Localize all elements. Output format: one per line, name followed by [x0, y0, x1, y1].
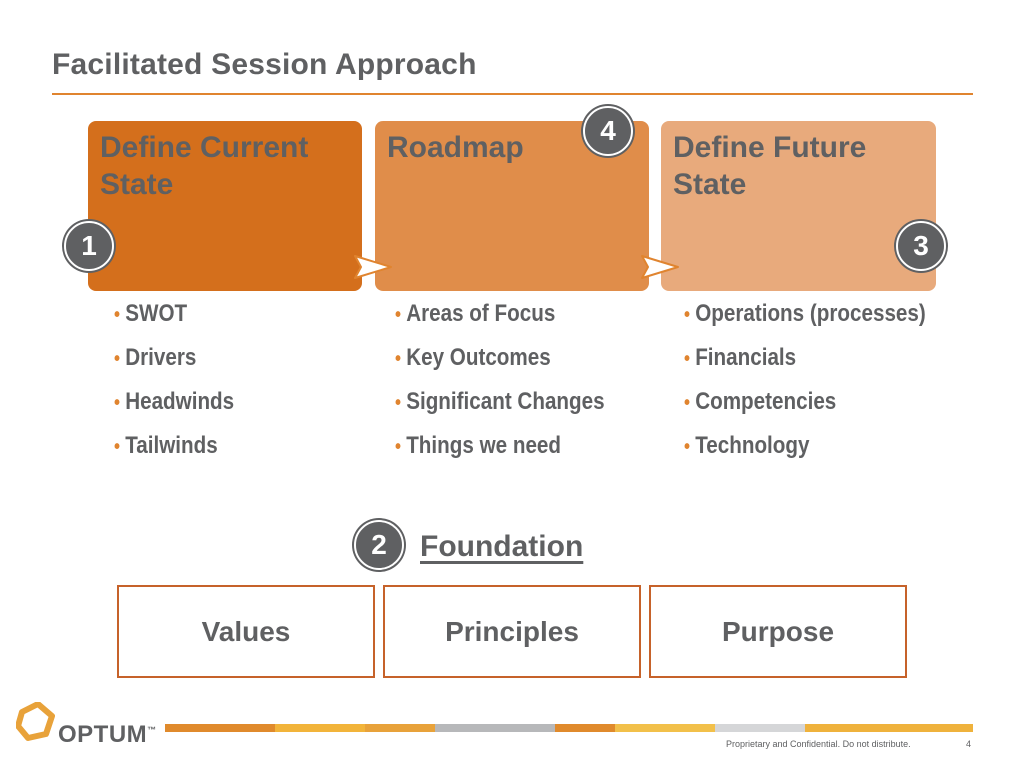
- trademark-symbol: ™: [147, 725, 157, 735]
- bullet-dot-icon: •: [114, 392, 121, 414]
- bullet-text: Headwinds: [125, 388, 235, 415]
- list-item: •Headwinds: [114, 386, 234, 430]
- optum-logo-icon: [16, 702, 55, 741]
- bullet-dot-icon: •: [395, 436, 402, 458]
- phase-title: Define Current State: [100, 131, 309, 201]
- list-item: •Drivers: [114, 342, 234, 386]
- foundation-box-principles: Principles: [383, 585, 641, 678]
- title-underline-rule: [52, 93, 973, 95]
- step-badge-2: 2: [354, 520, 404, 570]
- foundation-box-purpose: Purpose: [649, 585, 907, 678]
- right-arrow-icon: [354, 255, 392, 279]
- bullet-dot-icon: •: [395, 392, 402, 414]
- step-badge-3: 3: [896, 221, 946, 271]
- foundation-heading: Foundation: [420, 530, 584, 563]
- bullet-dot-icon: •: [684, 392, 691, 414]
- confidential-notice: Proprietary and Confidential. Do not dis…: [726, 739, 911, 749]
- optum-logo-text: OPTUM™: [58, 721, 157, 749]
- bullet-dot-icon: •: [114, 304, 121, 326]
- list-item: •Technology: [684, 430, 926, 474]
- bullet-text: Financials: [695, 344, 797, 371]
- slide-title: Facilitated Session Approach: [52, 48, 477, 81]
- bullet-dot-icon: •: [114, 436, 121, 458]
- bullet-dot-icon: •: [684, 348, 691, 370]
- list-item: •Tailwinds: [114, 430, 234, 474]
- bullet-text: Significant Changes: [406, 388, 605, 415]
- bullet-dot-icon: •: [684, 436, 691, 458]
- bullet-text: Key Outcomes: [406, 344, 551, 371]
- page-number: 4: [966, 739, 972, 749]
- bullet-text: Operations (processes): [695, 300, 926, 327]
- list-item: •Key Outcomes: [395, 342, 605, 386]
- foundation-box-values: Values: [117, 585, 375, 678]
- bullet-dot-icon: •: [114, 348, 121, 370]
- bullet-list-future-state: •Operations (processes) •Financials •Com…: [684, 298, 965, 474]
- logo-wordmark: OPTUM: [58, 721, 148, 748]
- phase-card-define-current-state: Define Current State: [88, 121, 362, 291]
- bullet-dot-icon: •: [684, 304, 691, 326]
- bullet-list-roadmap: •Areas of Focus •Key Outcomes •Significa…: [395, 298, 639, 474]
- right-arrow-icon: [641, 255, 679, 279]
- bullet-dot-icon: •: [395, 348, 402, 370]
- bullet-text: Things we need: [406, 432, 562, 459]
- list-item: •Competencies: [684, 386, 926, 430]
- list-item: •SWOT: [114, 298, 234, 342]
- phase-title: Define Future State: [673, 131, 867, 201]
- step-badge-4: 4: [583, 106, 633, 156]
- list-item: •Operations (processes): [684, 298, 926, 342]
- list-item: •Significant Changes: [395, 386, 605, 430]
- list-item: •Things we need: [395, 430, 605, 474]
- bullet-text: Competencies: [695, 388, 837, 415]
- list-item: •Financials: [684, 342, 926, 386]
- step-badge-1: 1: [64, 221, 114, 271]
- bullet-text: Tailwinds: [125, 432, 218, 459]
- bullet-dot-icon: •: [395, 304, 402, 326]
- bullet-text: Areas of Focus: [406, 300, 556, 327]
- bullet-text: SWOT: [125, 300, 188, 327]
- list-item: •Areas of Focus: [395, 298, 605, 342]
- bullet-text: Technology: [695, 432, 810, 459]
- bullet-list-current-state: •SWOT •Drivers •Headwinds •Tailwinds: [114, 298, 254, 474]
- footer-color-band: [165, 724, 973, 732]
- phase-card-define-future-state: Define Future State: [661, 121, 936, 291]
- bullet-text: Drivers: [125, 344, 197, 371]
- phase-title: Roadmap: [387, 131, 524, 164]
